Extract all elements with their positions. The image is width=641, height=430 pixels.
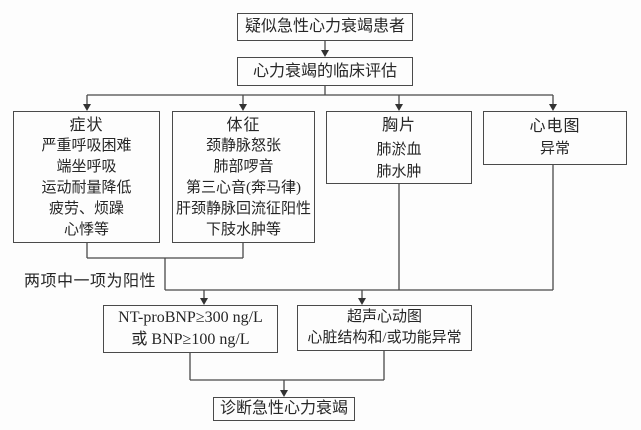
arrow-down-icon (395, 104, 403, 111)
echo-line-2: 心脏结构和/或功能异常 (307, 330, 462, 346)
arrow-down-icon (83, 104, 91, 111)
flow-lines (86, 41, 554, 391)
positive-criteria-label: 两项中一项为阳性 (24, 273, 157, 290)
arrowheads (83, 50, 557, 397)
echocardiogram-node: 超声心动图 心脏结构和/或功能异常 (297, 305, 472, 351)
ecg-item: 异常 (539, 141, 570, 157)
bnp-line-2: 或 BNP≥100 ng/L (131, 331, 250, 348)
diagnosis-label: 诊断急性心力衰竭 (219, 400, 348, 417)
sign-item: 颈静脉怒张 (205, 138, 281, 154)
diagnosis-node: 诊断急性心力衰竭 (213, 397, 355, 421)
start-node-label: 疑似急性心力衰竭患者 (244, 18, 405, 35)
bnp-threshold-node: NT-proBNP≥300 ng/L 或 BNP≥100 ng/L (103, 305, 278, 353)
symptoms-node: 症状 严重呼吸困难 端坐呼吸 运动耐量降低 疲劳、烦躁 心悸等 (13, 111, 160, 243)
chest-xray-title: 胸片 (381, 117, 416, 134)
arrow-down-icon (280, 390, 288, 397)
arrow-down-icon (239, 104, 247, 111)
arrow-down-icon (358, 298, 366, 305)
arrow-down-icon (549, 104, 557, 111)
sign-item: 下肢水肿等 (205, 222, 281, 238)
chest-xray-item: 肺淤血 (376, 142, 422, 158)
arrow-down-icon (200, 298, 208, 305)
signs-node: 体征 颈静脉怒张 肺部啰音 第三心音(奔马律) 肝颈静脉回流征阳性 下肢水肿等 (172, 111, 315, 243)
sign-item: 第三心音(奔马律) (186, 180, 301, 196)
ecg-node: 心电图 异常 (483, 111, 627, 165)
bnp-line-1: NT-proBNP≥300 ng/L (118, 309, 263, 326)
clinical-assessment-label: 心力衰竭的临床评估 (252, 62, 397, 80)
chest-xray-item: 肺水肿 (376, 164, 422, 180)
echo-line-1: 超声心动图 (346, 309, 422, 325)
ecg-title: 心电图 (529, 118, 581, 135)
symptom-item: 端坐呼吸 (56, 159, 117, 175)
symptom-item: 疲劳、烦躁 (48, 201, 124, 217)
signs-title: 体征 (226, 117, 261, 134)
sign-item: 肺部啰音 (213, 159, 274, 175)
start-node-suspected-patient: 疑似急性心力衰竭患者 (237, 13, 413, 41)
clinical-assessment-node: 心力衰竭的临床评估 (237, 57, 413, 86)
symptoms-title: 症状 (69, 117, 104, 134)
arrow-down-icon (321, 50, 329, 57)
symptom-item: 运动耐量降低 (41, 180, 132, 196)
symptom-item: 严重呼吸困难 (41, 138, 132, 154)
sign-item: 肝颈静脉回流征阳性 (175, 201, 311, 217)
chest-xray-node: 胸片 肺淤血 肺水肿 (326, 111, 472, 184)
symptom-item: 心悸等 (63, 222, 109, 238)
